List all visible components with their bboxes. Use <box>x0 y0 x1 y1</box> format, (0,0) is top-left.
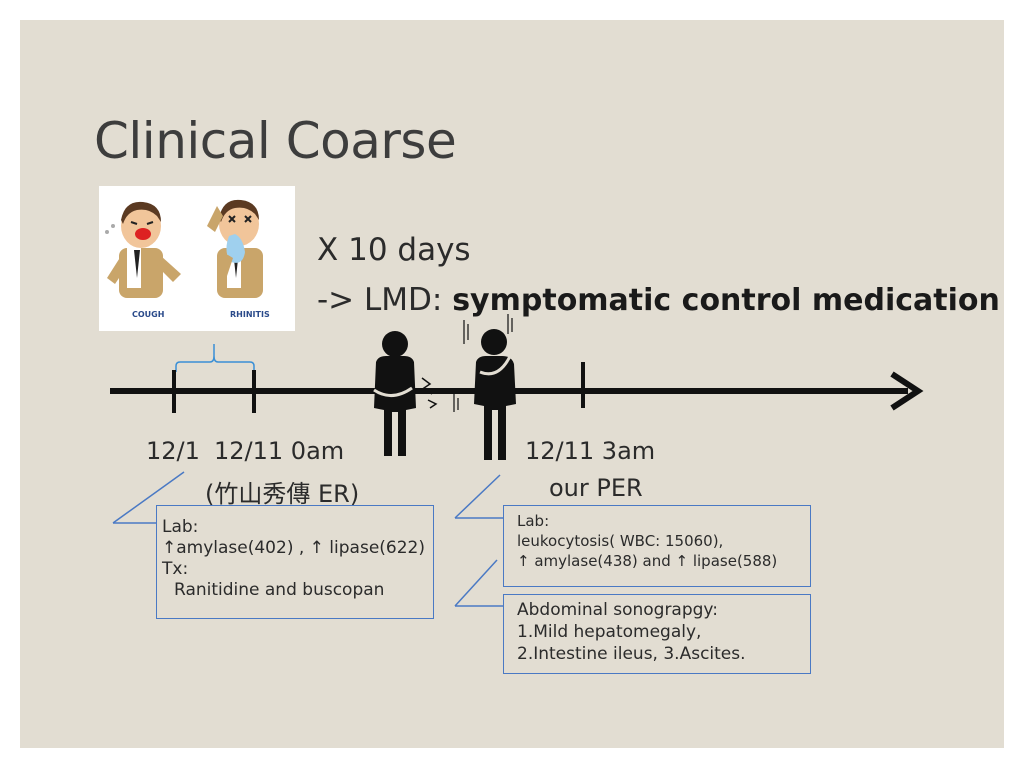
connector-per-lab <box>454 474 501 519</box>
per-sonography-content: Abdominal sonograpgy: 1.Mild hepatomegal… <box>504 595 810 665</box>
date-per-location: our PER <box>549 474 643 502</box>
period-brace <box>175 344 255 372</box>
sono-finding-2: 2.Intestine ileus, 3.Ascites. <box>517 644 746 664</box>
nausea-person-icon <box>474 329 516 460</box>
er-findings-box: Lab: ↑amylase(402) , ↑ lipase(622) Tx: R… <box>156 505 434 619</box>
rhinitis-figure-icon <box>207 199 263 298</box>
cough-label: COUGH <box>132 310 164 319</box>
abdominal-pain-person-icon <box>373 331 416 456</box>
per-lab-wbc: leukocytosis( WBC: 15060), <box>517 532 724 550</box>
cough-rhinitis-illustration: COUGH RHINITIS <box>99 186 295 331</box>
treatment-text: -> LMD: symptomatic control medication <box>317 282 1000 318</box>
dizzy-marks <box>453 314 513 412</box>
slide-title: Clinical Coarse <box>94 112 457 170</box>
per-lab-box: Lab: leukocytosis( WBC: 15060), ↑ amylas… <box>503 505 811 587</box>
date-er-location: (竹山秀傳 ER) <box>205 480 360 508</box>
pain-mark <box>427 399 438 409</box>
per-lab-label: Lab: <box>517 512 550 530</box>
er-tx-label: Tx: <box>162 559 189 579</box>
date-12-11-0am: 12/11 0am <box>214 437 345 465</box>
er-lab-values: ↑amylase(402) , ↑ lipase(622) <box>162 538 425 558</box>
connector-er <box>112 471 185 524</box>
connector-per-sono <box>454 559 498 607</box>
sono-label: Abdominal sonograpgy: <box>517 600 718 620</box>
pain-mark <box>421 377 433 395</box>
date-12-1: 12/1 <box>146 437 200 465</box>
treatment-prefix: -> LMD: <box>317 282 453 318</box>
treatment-bold: symptomatic control medication <box>452 283 1000 318</box>
per-lab-enzymes: ↑ amylase(438) and ↑ lipase(588) <box>517 552 778 570</box>
er-lab-label: Lab: <box>162 517 199 537</box>
cough-figure-icon <box>105 201 181 298</box>
er-findings-content: Lab: ↑amylase(402) , ↑ lipase(622) Tx: R… <box>157 506 433 601</box>
duration-text: X 10 days <box>317 232 471 268</box>
per-sonography-box: Abdominal sonograpgy: 1.Mild hepatomegal… <box>503 594 811 674</box>
cough-rhinitis-drawing: COUGH RHINITIS <box>105 199 270 319</box>
er-tx-values: Ranitidine and buscopan <box>174 580 385 600</box>
timeline-arrowhead <box>890 371 924 411</box>
date-12-11-3am: 12/11 3am <box>525 437 656 465</box>
rhinitis-label: RHINITIS <box>230 310 270 319</box>
per-lab-content: Lab: leukocytosis( WBC: 15060), ↑ amylas… <box>504 506 810 571</box>
sono-finding-1: 1.Mild hepatomegaly, <box>517 622 702 642</box>
